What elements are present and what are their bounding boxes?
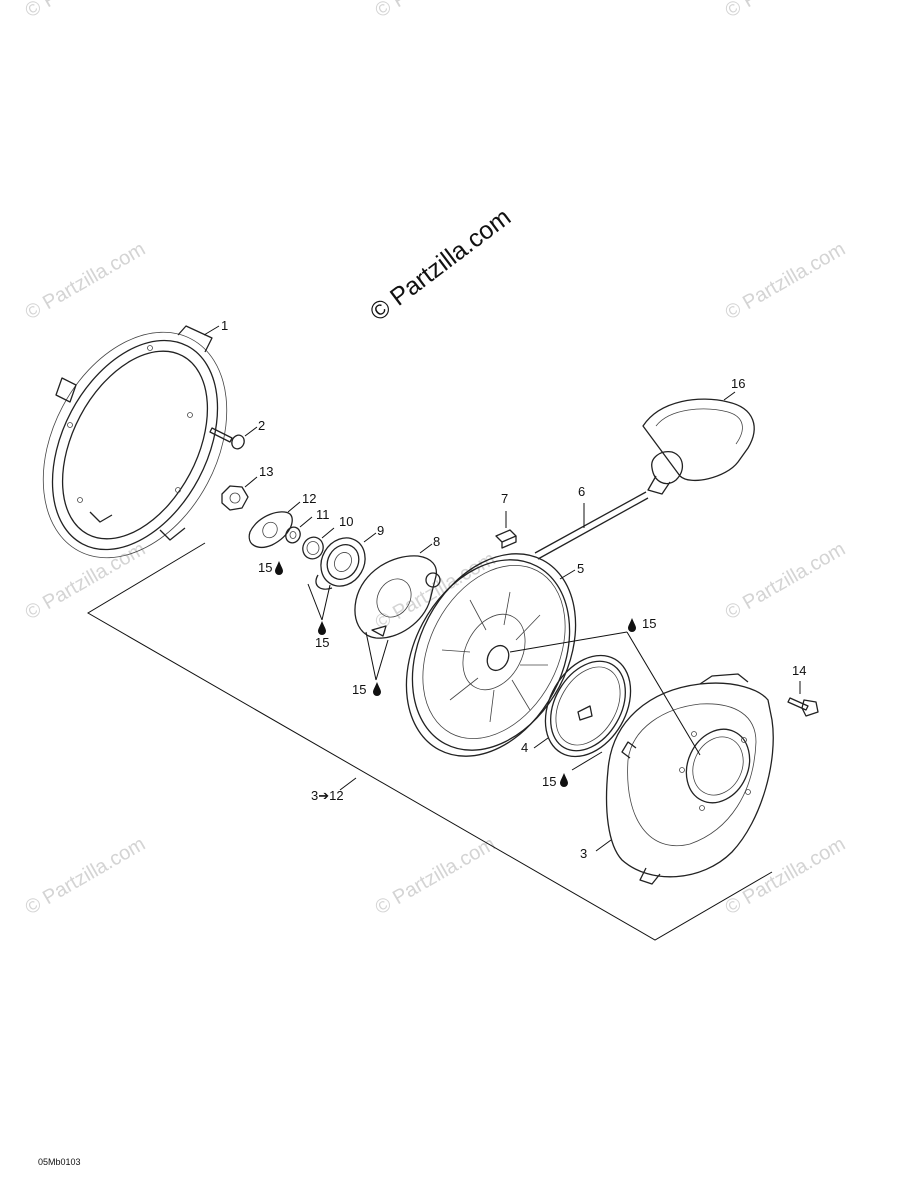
lubricant-drop-icon bbox=[318, 621, 326, 635]
leader-10 bbox=[321, 527, 335, 539]
leader-3 bbox=[595, 839, 612, 852]
part-16-handle bbox=[642, 398, 755, 495]
callout-3: 3 bbox=[580, 846, 587, 861]
callout-15-d: 15 bbox=[642, 616, 656, 631]
part-13-nut bbox=[221, 485, 249, 511]
leader-13 bbox=[244, 476, 258, 488]
callout-4: 4 bbox=[521, 740, 528, 755]
watermark-text: © Partzilla.com bbox=[22, 538, 150, 624]
leader-8 bbox=[419, 543, 433, 554]
callout-5: 5 bbox=[577, 561, 584, 576]
leader-5 bbox=[559, 569, 576, 580]
lube-point-group-5: 15 bbox=[542, 751, 603, 789]
watermark-text: © Partzilla.com bbox=[22, 0, 150, 22]
watermark-text: © Partzilla.com bbox=[22, 238, 150, 324]
callout-2: 2 bbox=[258, 418, 265, 433]
watermark-main: © Partzilla.com bbox=[365, 203, 516, 327]
group-bracket-leader bbox=[339, 777, 357, 791]
leader-12 bbox=[287, 501, 301, 513]
lubricant-drop-icon bbox=[275, 561, 283, 575]
part-1-housing-ring bbox=[42, 325, 228, 559]
part-12-friction-plate bbox=[248, 511, 293, 548]
callout-14: 14 bbox=[792, 663, 806, 678]
reference-code: 05Mb0103 bbox=[38, 1157, 81, 1167]
callout-15-e: 15 bbox=[542, 774, 556, 789]
part-5-pulley bbox=[405, 553, 577, 757]
callout-11: 11 bbox=[316, 507, 330, 522]
part-3-recoil-cover bbox=[605, 673, 774, 885]
part-11-washer bbox=[285, 526, 301, 544]
leader-1 bbox=[203, 325, 220, 336]
part-4-rewind-spring bbox=[544, 654, 632, 758]
callout-9: 9 bbox=[377, 523, 384, 538]
callout-group-3-12: 3➔12 bbox=[311, 788, 344, 803]
leader-2 bbox=[244, 426, 258, 437]
lube-point-group-2: 15 bbox=[307, 583, 331, 650]
part-8-cam bbox=[354, 555, 441, 639]
callout-6: 6 bbox=[578, 484, 585, 499]
callout-15-b: 15 bbox=[315, 635, 329, 650]
watermark-text: © Partzilla.com bbox=[722, 833, 850, 919]
watermark-text: © Partzilla.com bbox=[22, 833, 150, 919]
callout-16: 16 bbox=[731, 376, 745, 391]
watermark-text: © Partzilla.com bbox=[722, 238, 850, 324]
callout-15-a: 15 bbox=[258, 560, 272, 575]
part-10-spring bbox=[302, 536, 324, 560]
leader-11 bbox=[299, 516, 313, 528]
callout-15-c: 15 bbox=[352, 682, 366, 697]
part-14-screw bbox=[787, 697, 819, 717]
lube-point-group-4: 15 bbox=[509, 616, 701, 756]
group-bracket-line bbox=[87, 542, 773, 941]
leader-16 bbox=[723, 391, 736, 401]
callout-7: 7 bbox=[501, 491, 508, 506]
callout-10: 10 bbox=[339, 514, 353, 529]
part-2-screw bbox=[209, 427, 245, 450]
lubricant-drop-icon bbox=[560, 773, 568, 787]
lube-point-group-1: 15 bbox=[258, 560, 283, 575]
part-7-key bbox=[495, 529, 517, 549]
watermark-text: © Partzilla.com bbox=[372, 0, 500, 22]
watermark-layer: © Partzilla.com © Partzilla.com © Partzi… bbox=[22, 0, 850, 919]
watermark-text: © Partzilla.com bbox=[722, 0, 850, 22]
leader-4 bbox=[533, 737, 549, 749]
callout-13: 13 bbox=[259, 464, 273, 479]
lubricant-drop-icon bbox=[373, 682, 381, 696]
part-6-rope bbox=[534, 491, 649, 560]
callout-1: 1 bbox=[221, 318, 228, 333]
leader-9 bbox=[363, 532, 377, 543]
part-9-pawl-assembly bbox=[315, 537, 366, 590]
lubricant-drop-icon bbox=[628, 618, 636, 632]
callout-12: 12 bbox=[302, 491, 316, 506]
watermark-text: © Partzilla.com bbox=[372, 833, 500, 919]
watermark-text: © Partzilla.com bbox=[722, 538, 850, 624]
callout-8: 8 bbox=[433, 534, 440, 549]
lube-point-group-3: 15 bbox=[352, 631, 389, 697]
